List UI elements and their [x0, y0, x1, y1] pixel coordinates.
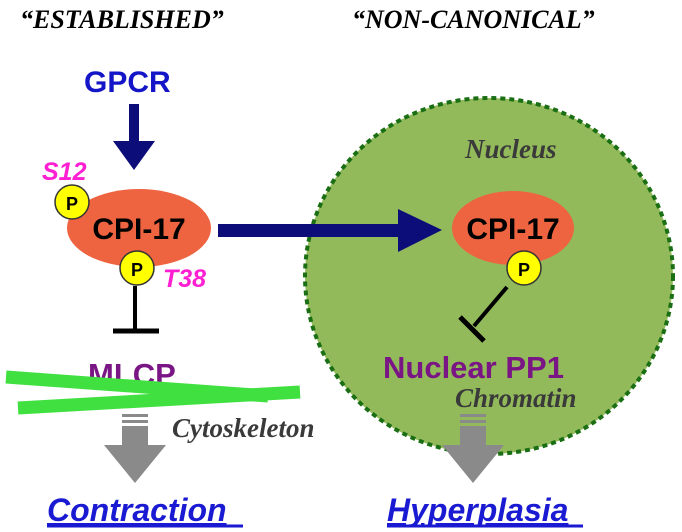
contraction-outcome: Contraction [47, 492, 227, 528]
header-non-canonical: “NON-CANONICAL” [352, 5, 595, 34]
phospho-t38-marker [119, 250, 155, 286]
pp1-inhibition-line [472, 285, 509, 328]
phospho-nuclear-label: P [518, 260, 530, 280]
phospho-s12-label: P [66, 194, 78, 214]
nuclear-translocation-arrow [218, 209, 442, 252]
nuclear-pp1-label: Nuclear PP1 [383, 350, 564, 385]
chromatin-label: Chromatin [455, 383, 577, 413]
cpi17-cytoplasmic-protein [67, 189, 211, 267]
site-t38-label: T38 [163, 265, 206, 293]
nucleus-label: Nucleus [464, 134, 557, 164]
cpi17-cytoplasmic-label: CPI-17 [92, 213, 185, 246]
hyperplasia-outcome: Hyperplasia [387, 492, 568, 528]
gpcr-activation-arrow [113, 104, 155, 170]
hyperplasia-arrow [442, 414, 504, 483]
phospho-t38-label: P [131, 260, 143, 280]
cpi17-nuclear-protein [452, 191, 574, 265]
cpi17-nuclear-label: CPI-17 [466, 213, 559, 246]
phospho-nuclear-marker [506, 250, 542, 286]
site-s12-label: S12 [42, 158, 87, 186]
header-established: “ESTABLISHED” [20, 5, 224, 34]
cytoskeleton-label: Cytoskeleton [172, 413, 315, 443]
gpcr-label: GPCR [84, 66, 171, 99]
nucleus-compartment [303, 96, 675, 456]
cytoskeleton-bar-2 [17, 385, 301, 415]
cytoskeleton-bars [5, 370, 301, 415]
phospho-s12-marker [54, 184, 90, 220]
contraction-arrow [104, 414, 166, 483]
pp1-inhibition-bar [458, 315, 486, 343]
